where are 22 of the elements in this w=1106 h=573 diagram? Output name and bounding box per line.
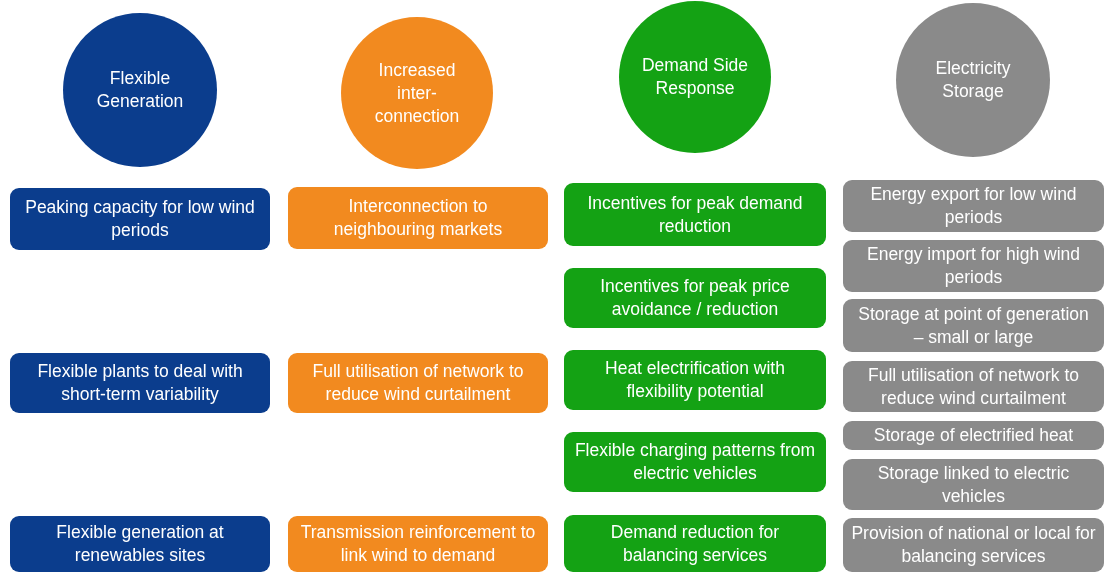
option-box: Transmission reinforcement to link wind to demand: [288, 516, 548, 572]
option-box: Provision of national or local for balancing services: [843, 518, 1104, 572]
option-box: Flexible charging patterns from electric vehicles: [564, 432, 826, 492]
option-box: Flexible plants to deal with short-term variability: [10, 353, 270, 413]
option-box: Full utilisation of network to reduce wind curtailment: [843, 361, 1104, 412]
category-circle: Demand Side Response: [619, 1, 771, 153]
option-box: Peaking capacity for low wind periods: [10, 188, 270, 250]
option-box: Storage linked to electric vehicles: [843, 459, 1104, 510]
category-circle: Electricity Storage: [896, 3, 1050, 157]
option-box: Storage of electrified heat: [843, 421, 1104, 450]
option-box: Incentives for peak price avoidance / reduction: [564, 268, 826, 328]
category-circle: Flexible Generation: [63, 13, 217, 167]
option-box: Interconnection to neighbouring markets: [288, 187, 548, 249]
option-box: Energy import for high wind periods: [843, 240, 1104, 292]
option-box: Energy export for low wind periods: [843, 180, 1104, 232]
option-box: Heat electrification with flexibility potential: [564, 350, 826, 410]
option-box: Storage at point of generation – small or large: [843, 299, 1104, 352]
category-circle: Increased inter-connection: [341, 17, 493, 169]
option-box: Full utilisation of network to reduce wind curtailment: [288, 353, 548, 413]
option-box: Incentives for peak demand reduction: [564, 183, 826, 246]
option-box: Demand reduction for balancing services: [564, 515, 826, 572]
option-box: Flexible generation at renewables sites: [10, 516, 270, 572]
